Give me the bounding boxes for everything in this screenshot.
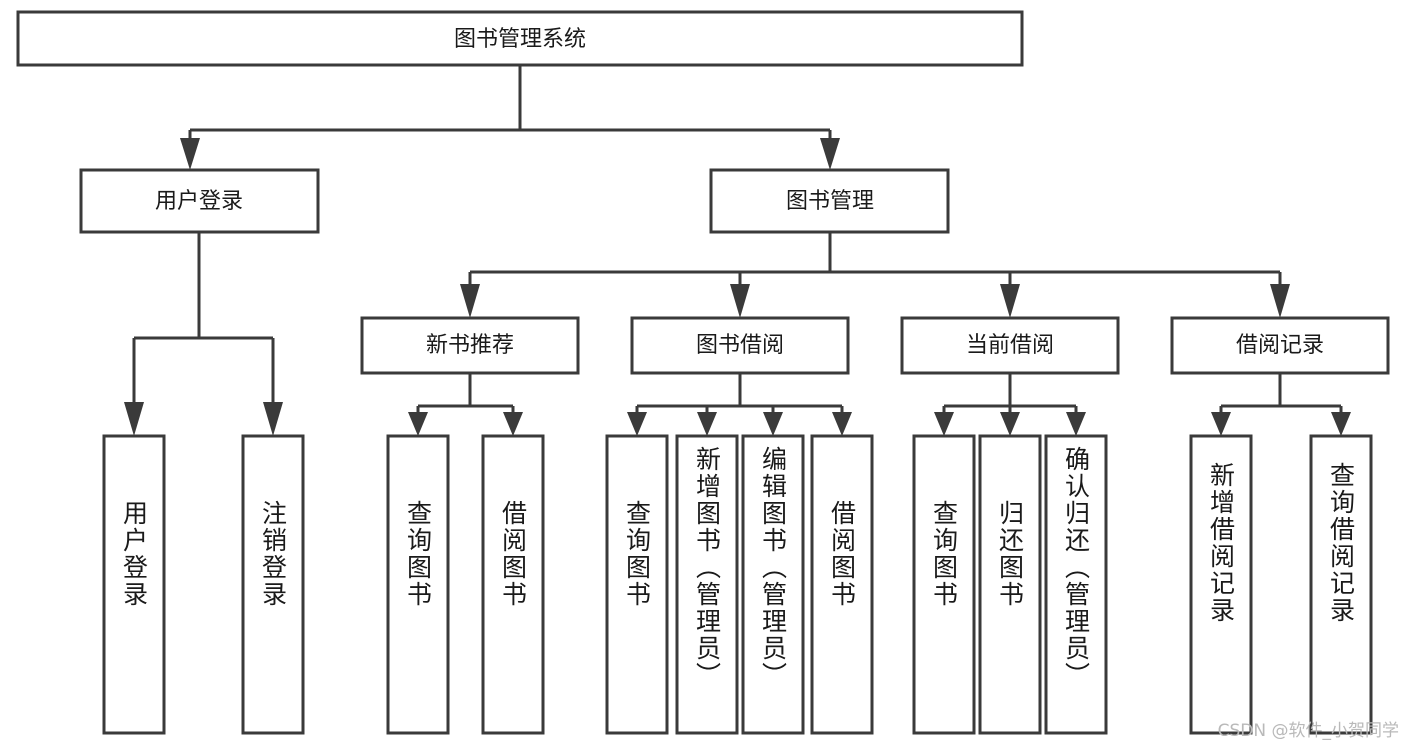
csdn-watermark: CSDN @软件_小贺同学 <box>1217 721 1399 741</box>
node-new-book-recommend-label: 新书推荐 <box>426 333 514 358</box>
arrowhead-current-borrow <box>1000 284 1020 318</box>
arrowhead-leaf-borrow-book-2 <box>832 412 852 436</box>
arrowhead-leaf-query-book-1 <box>408 412 428 436</box>
arrowhead-leaf-add-book <box>697 412 717 436</box>
arrowhead-book-borrow <box>730 284 750 318</box>
leaf-query-book-1-box[interactable] <box>386 434 450 735</box>
connector-user-login-to-leaves <box>124 232 283 436</box>
leaf-user-login-box[interactable] <box>102 434 166 735</box>
arrowhead-leaf-borrow-book-1 <box>503 412 523 436</box>
node-new-book-recommend[interactable]: 新书推荐 <box>360 316 580 375</box>
arrowhead-leaf-edit-book <box>763 412 783 436</box>
leaf-edit-book-box[interactable] <box>741 434 805 735</box>
leaf-query-record-box[interactable] <box>1309 434 1373 735</box>
leaf-borrow-book-2-box[interactable] <box>810 434 874 735</box>
node-book-manage-box[interactable] <box>709 168 950 234</box>
node-borrow-record[interactable]: 借阅记录 <box>1170 316 1390 375</box>
connector-root-to-level2 <box>180 65 840 170</box>
leaf-add-record-box[interactable] <box>1189 434 1253 735</box>
leaf-query-book-2-box[interactable] <box>605 434 669 735</box>
connector-current-borrow-to-leaves <box>934 373 1086 436</box>
connector-book-manage-to-level3 <box>460 232 1290 318</box>
node-book-manage[interactable]: 图书管理 <box>709 168 950 234</box>
leaf-borrow-book-1-box[interactable] <box>481 434 545 735</box>
node-user-login-label: 用户登录 <box>155 189 243 214</box>
arrowhead-leaf-query-book-2 <box>627 412 647 436</box>
arrowhead-user-login <box>180 138 200 170</box>
node-book-borrow[interactable]: 图书借阅 <box>630 316 850 375</box>
node-book-manage-label: 图书管理 <box>786 189 874 214</box>
node-borrow-record-box[interactable] <box>1170 316 1390 375</box>
arrowhead-leaf-query-record <box>1331 412 1351 436</box>
leaf-add-book-box[interactable] <box>675 434 739 735</box>
arrowhead-borrow-record <box>1270 284 1290 318</box>
leaf-return-book-box[interactable] <box>978 434 1042 735</box>
leaf-confirm-return-box[interactable] <box>1044 434 1108 735</box>
arrowhead-book-manage <box>820 138 840 170</box>
arrowhead-leaf-add-record <box>1211 412 1231 436</box>
arrowhead-leaf-query-book-3 <box>934 412 954 436</box>
node-current-borrow[interactable]: 当前借阅 <box>900 316 1120 375</box>
connector-borrow-record-to-leaves <box>1211 373 1351 436</box>
node-root-box[interactable] <box>16 10 1024 67</box>
node-root[interactable]: 图书管理系统 <box>16 10 1024 67</box>
arrowhead-leaf-user-login <box>124 402 144 436</box>
arrowhead-new-book <box>460 284 480 318</box>
arrowhead-leaf-return-book <box>1000 412 1020 436</box>
arrowhead-leaf-confirm-return <box>1066 412 1086 436</box>
leaf-query-book-3-box[interactable] <box>912 434 976 735</box>
node-user-login[interactable]: 用户登录 <box>79 168 320 234</box>
connector-book-borrow-to-leaves <box>627 373 852 436</box>
node-new-book-recommend-box[interactable] <box>360 316 580 375</box>
leaf-boxes <box>102 434 1373 735</box>
node-current-borrow-label: 当前借阅 <box>966 333 1054 358</box>
node-book-borrow-label: 图书借阅 <box>696 333 784 358</box>
node-borrow-record-label: 借阅记录 <box>1236 333 1324 358</box>
node-user-login-box[interactable] <box>79 168 320 234</box>
leaf-user-logout-box[interactable] <box>241 434 305 735</box>
arrowhead-leaf-user-logout <box>263 402 283 436</box>
node-book-borrow-box[interactable] <box>630 316 850 375</box>
node-root-label: 图书管理系统 <box>454 27 586 52</box>
node-current-borrow-box[interactable] <box>900 316 1120 375</box>
connector-new-book-to-leaves <box>408 373 523 436</box>
